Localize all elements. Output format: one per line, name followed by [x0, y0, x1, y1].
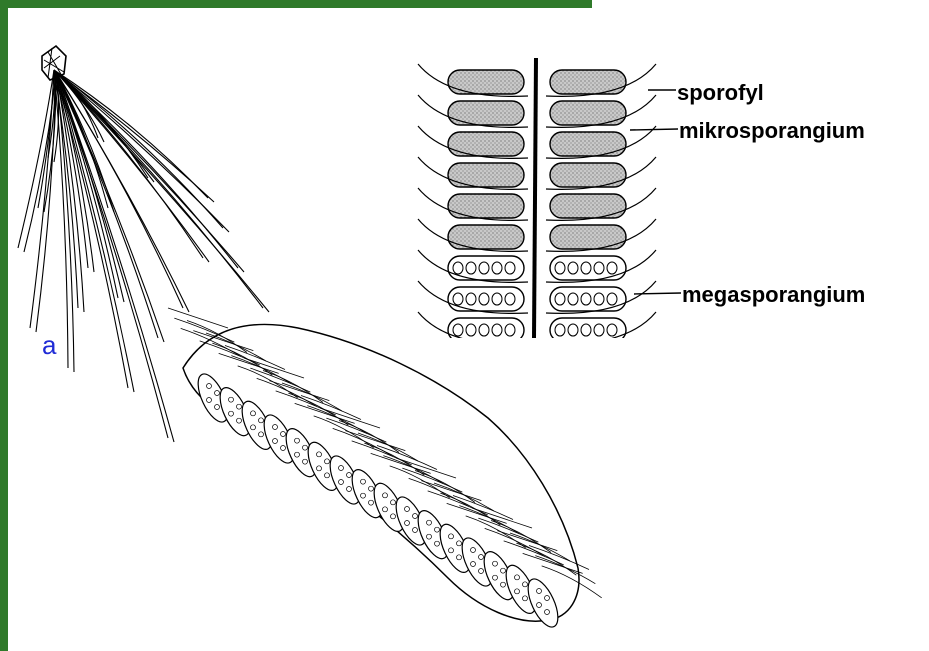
central-axis — [534, 58, 536, 338]
frame-gap — [592, 0, 929, 8]
leader-megasporangium — [634, 293, 681, 294]
leader-mikrosporangium — [630, 129, 678, 130]
figure-canvas: a sporofyl mikrosporangium megasporangiu… — [8, 8, 929, 651]
section-inset — [8, 8, 929, 651]
label-megasporangium: megasporangium — [682, 282, 865, 308]
panel-letter: a — [42, 330, 56, 361]
label-mikrosporangium: mikrosporangium — [679, 118, 865, 144]
label-sporofyl: sporofyl — [677, 80, 764, 106]
